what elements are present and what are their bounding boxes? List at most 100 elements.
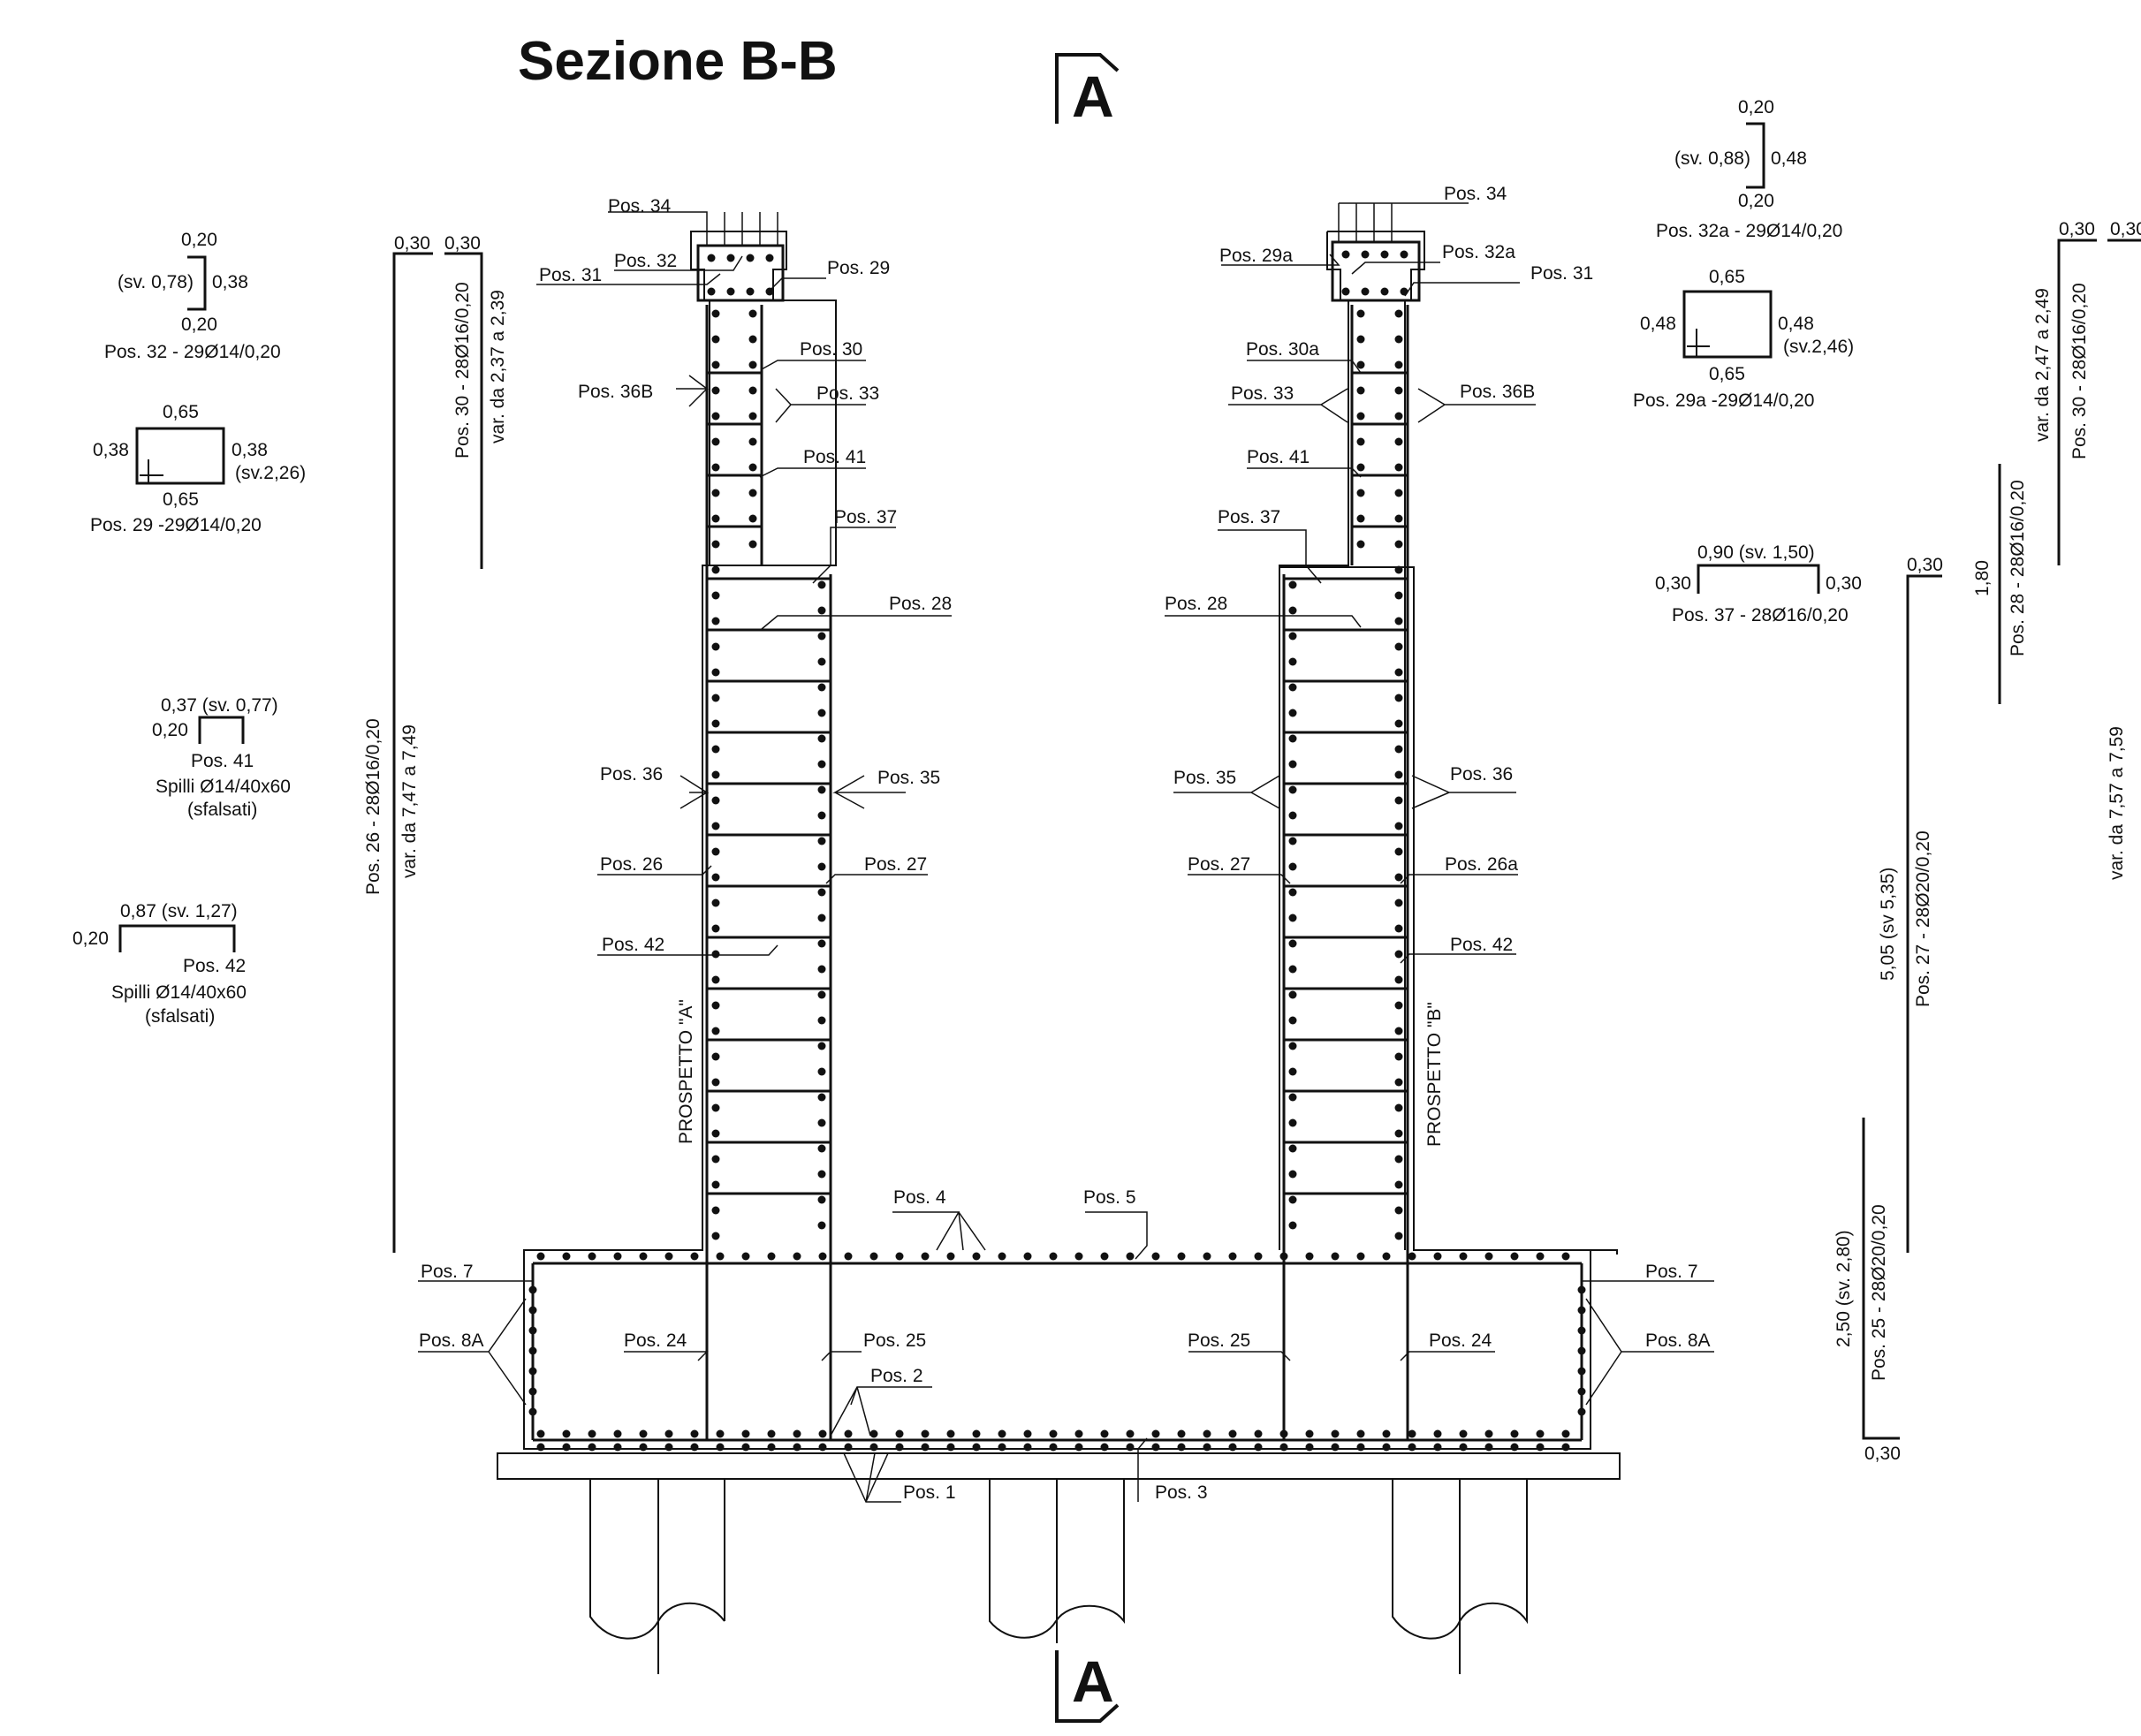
rebar-dot [1203,1252,1211,1261]
label-pos-3: Pos. 3 [1155,1482,1208,1503]
rebar-dot [1341,287,1350,296]
rebar-dot [817,862,826,871]
label-pos-37-left: Pos. 37 [834,507,897,527]
rebar-dot [1356,412,1365,421]
rebar-dot [1394,694,1403,702]
rebar-dot [1394,847,1403,856]
rebar-dot [1049,1429,1058,1438]
rebar-dot [1394,386,1403,395]
schedule-pos-26: 0,30 0,30 Pos. 26 - 28Ø16/0,20 var. da 7… [363,233,481,1253]
rebar-dot [748,463,757,472]
rebar-dot [1049,1252,1058,1261]
rebar-dot [711,386,720,395]
svg-text:(sfalsati): (sfalsati) [187,800,257,820]
rebar-dot [711,335,720,344]
label-pos-1: Pos. 1 [903,1482,956,1503]
svg-text:0,20: 0,20 [72,929,109,949]
rebar-dot [1433,1252,1442,1261]
rebar-dot [1288,837,1297,845]
rebar-dot [690,1443,699,1452]
rebar-dot [1288,888,1297,897]
rebar-dot [1288,1144,1297,1153]
rebar-dot [895,1443,904,1452]
rebar-dot [1408,1252,1416,1261]
rebar-dot [1305,1429,1314,1438]
rebar-dot [1023,1443,1032,1452]
svg-text:Pos. 42: Pos. 42 [183,956,246,976]
rebar-dot [711,796,720,805]
rebar-dot [1394,770,1403,779]
rebar-dot [817,811,826,820]
piles [589,1479,1528,1674]
rebar-dot [711,1155,720,1164]
svg-text:var. da 7,47 a 7,49: var. da 7,47 a 7,49 [399,724,420,878]
rebar-dot [972,1252,981,1261]
rebar-dot [711,565,720,574]
svg-text:0,30: 0,30 [2110,219,2141,239]
rebar-dot [1288,1093,1297,1102]
label-pos-26: Pos. 26 [600,854,663,875]
rebar-dot [1577,1326,1586,1335]
rebar-dot [613,1429,622,1438]
rebar-dot [711,745,720,754]
section-marker-top-letter: A [1072,64,1114,129]
rebar-dot [711,1027,720,1035]
rebar-dot [1288,580,1297,589]
rebar-dot [711,514,720,523]
rebar-dot [613,1252,622,1261]
rebar-dot [817,606,826,615]
rebar-dot [562,1429,571,1438]
rebar-dot [1177,1429,1186,1438]
rebar-dot [1228,1443,1237,1452]
rebar-dot [1356,489,1365,497]
rebar-dot [817,580,826,589]
rebar-dot [711,1129,720,1138]
label-pos-35-left: Pos. 35 [877,768,940,788]
rebar-dot [1361,287,1370,296]
label-pos-4: Pos. 4 [893,1187,946,1208]
rebar-dot [1203,1429,1211,1438]
svg-text:(sv.2,46): (sv.2,46) [1783,337,1854,357]
rebar-dot [1536,1443,1545,1452]
label-pos-24-left: Pos. 24 [624,1330,687,1351]
rebar-dot [1380,287,1389,296]
rebar-dot [711,975,720,984]
rebar-dot [817,1042,826,1050]
rebar-dot [1408,1443,1416,1452]
label-pos-32: Pos. 32 [614,251,677,271]
rebar-dot [748,360,757,369]
rebar-dot [711,694,720,702]
svg-text:2,50 (sv. 2,80): 2,50 (sv. 2,80) [1834,1230,1854,1347]
svg-text:Pos. 32 - 29Ø14/0,20: Pos. 32 - 29Ø14/0,20 [104,342,281,362]
rebar-dot [1126,1429,1135,1438]
rebar-dot [726,287,735,296]
rebar-dot [1510,1429,1519,1438]
rebar-dot [998,1443,1006,1452]
leader-lines [418,202,1714,1503]
rebar-dot [1331,1429,1340,1438]
rebar-dot [741,1429,750,1438]
schedule-pos-26-right: var. da 7,57 a 7,59 [2107,726,2127,880]
rebar-dot [711,1052,720,1061]
label-pos-36b-left: Pos. 36B [578,382,653,402]
rebar-dot [726,254,735,262]
rebar-dot [1361,250,1370,259]
rebar-dot [711,847,720,856]
label-pos-42-right: Pos. 42 [1450,935,1513,955]
svg-text:Pos. 27 - 28Ø20/0,20: Pos. 27 - 28Ø20/0,20 [1913,830,1933,1007]
rebar-dot [1394,745,1403,754]
rebar-dot [1394,335,1403,344]
svg-text:0,48: 0,48 [1771,148,1807,169]
rebar-dot [1288,1170,1297,1179]
rebar-dot [921,1429,930,1438]
rebar-dot [711,642,720,651]
rebar-dot [946,1443,955,1452]
rebar-dot [1577,1346,1586,1355]
label-pos-26a: Pos. 26a [1445,854,1518,875]
rebar-dot [711,617,720,625]
rebar-dot [817,1067,826,1076]
rebar-dot [528,1285,537,1294]
rebar-dot [817,913,826,922]
svg-text:0,87 (sv. 1,27): 0,87 (sv. 1,27) [120,901,238,921]
